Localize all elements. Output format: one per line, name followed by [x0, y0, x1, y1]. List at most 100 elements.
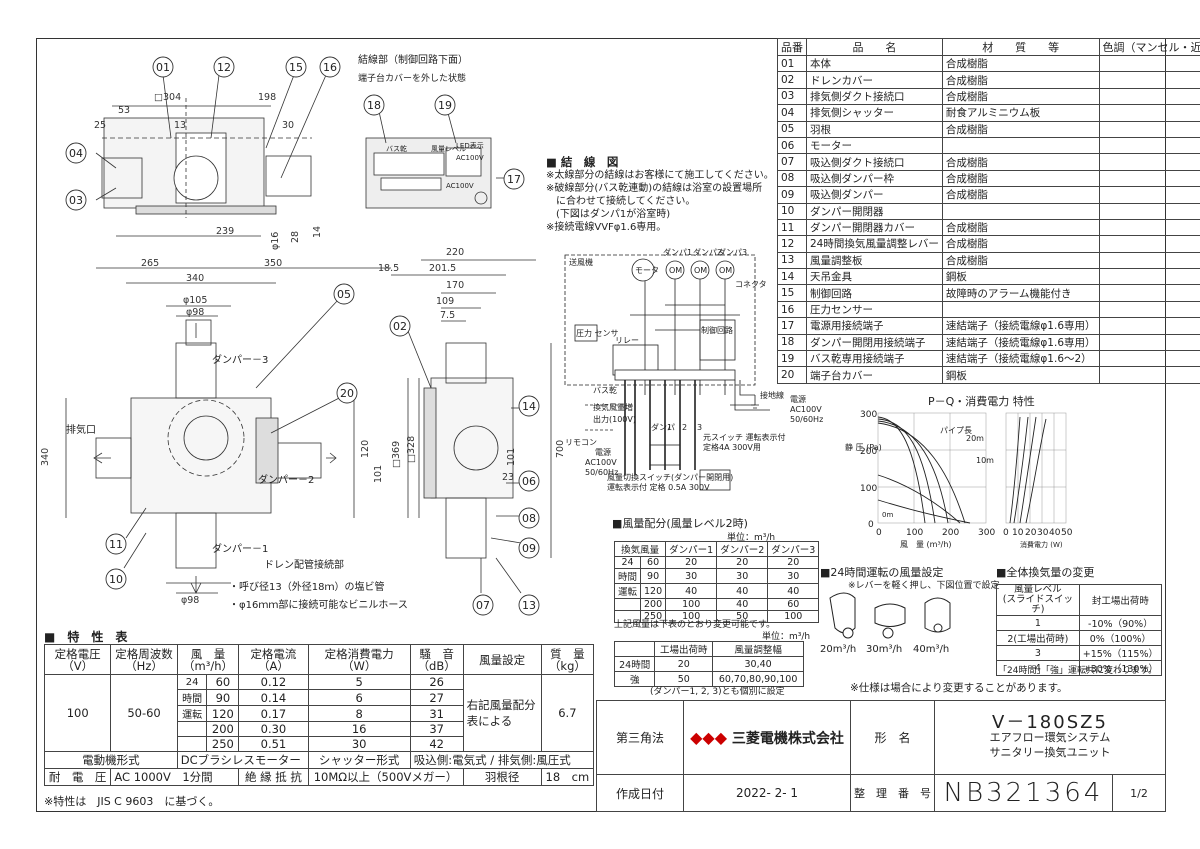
wiring-d3: ダンパ3	[718, 247, 747, 257]
wiring-note-5: ※接続電線VVFφ1.6専用。	[546, 222, 667, 233]
airflow-cell: 40	[767, 583, 820, 599]
airflow-side: 運転	[613, 583, 642, 599]
part-material: 鋼板	[941, 366, 1100, 384]
part-color	[1098, 120, 1200, 138]
spec-airflow: 90	[206, 689, 240, 706]
part-no: 17	[777, 317, 807, 335]
pq-0m: 0m	[882, 511, 893, 519]
terminal-label-bath: バス乾	[386, 144, 407, 153]
callout-04: 04	[69, 147, 83, 160]
pq-w-0: 0	[1003, 528, 1009, 538]
spec-noise: 42	[409, 736, 464, 752]
terminal-label-ac1: AC100V	[446, 182, 474, 190]
total-cell: +15%（115%）	[1078, 645, 1163, 661]
total-note: 「24時間」「強」運転共に変わります。	[998, 666, 1158, 676]
dim-7-5: 7.5	[440, 310, 455, 321]
total-title: ■全体換気量の変更	[996, 566, 1095, 579]
airflow-cell: 40	[716, 583, 769, 599]
drain-title: ドレン配管接続部	[264, 558, 344, 571]
wiring-om1: OM	[669, 266, 682, 275]
dim-304: □304	[154, 92, 181, 103]
tb-projection: 第三角法	[596, 700, 684, 775]
spec-h-airflow: 風 量 （m³/h）	[176, 644, 240, 675]
dim-53: 53	[118, 105, 130, 116]
spec-h-freq: 定格周波数 （Hz）	[110, 644, 178, 675]
pq-y-200: 200	[860, 447, 877, 457]
total-cell: 0%（100%）	[1078, 630, 1163, 646]
callout-01: 01	[156, 61, 170, 74]
airflow-cell: 90	[640, 568, 667, 584]
part-name: 吸込側ダンパー	[806, 186, 943, 204]
spec-h-setting: 風量設定	[462, 644, 542, 675]
airflow-h0: 換気風量	[613, 541, 667, 557]
wiring-damper-2: 2	[682, 423, 687, 432]
callout-11: 11	[109, 538, 123, 551]
airflow-cell: 60	[640, 556, 667, 569]
part-color	[1098, 350, 1200, 368]
airflow-sub-table: 工場出荷時 風量調整幅 24時間 20 30,40 強 50 60,70,80,…	[613, 641, 804, 687]
pq-20m: 20m	[966, 434, 984, 443]
part-no: 14	[777, 268, 807, 286]
wiring-relay: リレー	[615, 336, 639, 345]
wiring-sw2: 風量切換スイッチ(ダンパー開閉用)	[607, 472, 733, 482]
spec-power: 8	[307, 705, 411, 722]
part-name: 制御回路	[806, 284, 943, 302]
airflow-cell: 20	[716, 556, 769, 569]
tb-company-name: 三菱電機株式会社	[731, 730, 844, 747]
dim-369: □369	[391, 441, 402, 468]
wiring-remocon: リモコン	[565, 438, 597, 447]
pq-y-100: 100	[860, 484, 877, 494]
callout-03: 03	[69, 194, 83, 207]
part-name: 風量調整板	[806, 251, 943, 270]
mitsubishi-logo-icon: ◆◆◆	[690, 727, 728, 747]
wiring-power-v: AC100V	[585, 458, 617, 467]
wiring-damper-3: 3	[697, 423, 702, 432]
pq-x-200: 200	[942, 528, 959, 538]
part-name: ダンパー開閉器	[806, 202, 943, 220]
part-no: 08	[777, 169, 807, 188]
part-no: 20	[777, 366, 807, 384]
part-color	[1098, 366, 1200, 384]
level-label-30: 30m³/h	[866, 644, 903, 655]
wiring-earth: 接地線	[760, 390, 784, 400]
spec-insulation-label: 絶 縁 抵 抗	[238, 768, 309, 786]
airflow-cell: 30	[665, 568, 718, 584]
part-material: 合成樹脂	[941, 235, 1100, 253]
pq-x-0: 0	[876, 528, 882, 538]
wiring-sw2b: 運転表示付 定格 0.5A 300V	[607, 482, 710, 492]
spec-airflow: 200	[206, 721, 240, 737]
tb-page: 1/2	[1112, 774, 1166, 812]
airflow-unit2: 単位：m³/h	[762, 632, 811, 642]
wiring-diagram: 送風機 モータ ダンパ1 ダンパ2 ダンパ3 OM OM OM コネクタ 圧力 …	[564, 247, 823, 492]
spec-current: 0.14	[238, 689, 309, 706]
part-material: 合成樹脂	[941, 153, 1100, 171]
pq-10m: 10m	[976, 456, 994, 465]
part-color	[1098, 235, 1200, 253]
wiring-power2: 電源	[790, 395, 806, 404]
dim-101-b: 101	[506, 448, 517, 466]
airflow-cell: 100	[767, 610, 820, 623]
terminal-title: 結線部（制御回路下面）	[358, 53, 468, 66]
spec-current: 0.17	[238, 705, 309, 722]
spec-h-voltage: 定格電圧 （V）	[43, 644, 112, 675]
airflow-cell: 20	[767, 556, 820, 569]
part-no: 11	[777, 218, 807, 237]
airflow-side: 24	[613, 556, 642, 569]
airflow-cell: 40	[716, 598, 769, 611]
airflow-cell: 120	[640, 583, 667, 599]
spec-mode	[176, 736, 208, 752]
mechanical-drawing: 01 12 15 16 04 03 05 02 20 14 06 08 09 0…	[40, 53, 566, 616]
parts-table: 品番 品 名 材 質 等 色調（マンセル・近） 01本体合成樹脂02ドレンカバー…	[777, 38, 1200, 384]
spec-shutter-label: シャッター形式	[307, 751, 411, 769]
callout-18: 18	[367, 99, 381, 112]
total-row: 1-10%（90%）	[996, 615, 1163, 631]
wiring-control: 制御回路	[701, 325, 733, 335]
